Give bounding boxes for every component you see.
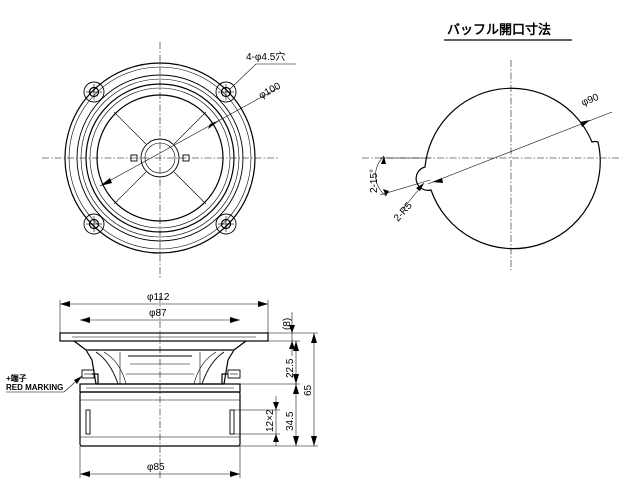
vdim-65-arrow-bottom bbox=[311, 436, 317, 446]
angle-arc bbox=[375, 155, 387, 197]
cutout-arrow-right bbox=[580, 120, 590, 127]
dim-87-arrow-left bbox=[80, 317, 90, 323]
angle-slant-line bbox=[379, 179, 431, 196]
terminal-right bbox=[227, 369, 241, 379]
vdim-flange-arrow-2 bbox=[289, 341, 295, 349]
magnet-diameter-label: φ85 bbox=[147, 462, 165, 473]
vdim-slot-arrow-top bbox=[273, 402, 279, 410]
dim-112-arrow-right bbox=[258, 301, 268, 307]
cutout-view: バッフル開口寸法 φ90 2-15° 2-R5 bbox=[362, 22, 620, 270]
angle-arrow-bottom bbox=[383, 189, 389, 196]
dust-cap-inner bbox=[144, 142, 176, 174]
vdim-flange-arrow-1 bbox=[289, 325, 295, 333]
mounting-ear-bottom-left bbox=[83, 213, 105, 235]
frame-rim bbox=[73, 340, 247, 351]
vdim-34-arrow-top bbox=[293, 384, 299, 394]
side-view: φ112 φ87 bbox=[6, 292, 318, 480]
vdim-22-arrow-bottom bbox=[293, 374, 299, 384]
terminal-mark-left bbox=[130, 154, 138, 162]
mounting-ear-top-left bbox=[83, 81, 105, 103]
dust-cap bbox=[140, 138, 180, 178]
vdim-22-arrow-top bbox=[293, 341, 299, 351]
slot-label: 12×2 bbox=[265, 409, 276, 432]
terminal-label-en: RED MARKING bbox=[6, 383, 63, 392]
frame-ring-4 bbox=[80, 78, 240, 238]
vent-slot-left bbox=[85, 409, 91, 435]
frame-diameter-label: φ87 bbox=[149, 308, 167, 319]
cone-line-4 bbox=[173, 171, 207, 205]
cutout-outline bbox=[415, 87, 601, 250]
hole-label: 4-φ4.5穴 bbox=[246, 50, 285, 63]
surround-outer bbox=[85, 83, 235, 233]
hole-leader bbox=[229, 63, 257, 90]
notch-radius-label: 2-R5 bbox=[392, 200, 415, 224]
basket-struts bbox=[92, 351, 228, 385]
terminal-leader-arrow bbox=[74, 376, 82, 384]
pcd-arrow-bottom bbox=[100, 178, 112, 186]
cone-edge bbox=[96, 94, 224, 222]
dim-112-arrow-left bbox=[60, 301, 70, 307]
angle-arrow-top bbox=[381, 156, 386, 164]
frame-ring-2 bbox=[68, 66, 252, 250]
frame-outer-ring bbox=[64, 62, 256, 254]
pcd-arrow-top bbox=[208, 120, 220, 129]
magnet-depth-label: 34.5 bbox=[285, 411, 296, 431]
mounting-ear-top-right bbox=[215, 81, 237, 103]
baffle-title: バッフル開口寸法 bbox=[447, 22, 551, 38]
overall-diameter-label: φ112 bbox=[147, 292, 170, 303]
frame-ring-3 bbox=[76, 74, 244, 242]
mounting-ear-bottom-right bbox=[215, 213, 237, 235]
dim-87-arrow-right bbox=[230, 317, 240, 323]
vent-slot-right bbox=[229, 409, 235, 435]
pcd-label: φ100 bbox=[257, 81, 283, 102]
terminal-left bbox=[81, 369, 95, 379]
notch-leader-arrow bbox=[416, 183, 424, 191]
cone-line-2 bbox=[173, 111, 207, 145]
vdim-34-arrow-bottom bbox=[293, 436, 299, 446]
cutout-arrow-left bbox=[432, 178, 443, 183]
magnet-body bbox=[79, 391, 241, 447]
cutout-diameter-label: φ90 bbox=[580, 92, 601, 109]
dim-85-arrow-right bbox=[230, 471, 240, 477]
angle-label: 2-15° bbox=[369, 169, 380, 193]
flange-label: (8) bbox=[282, 318, 293, 330]
total-depth-label: 65 bbox=[303, 384, 314, 396]
pcd-dimension-line bbox=[99, 87, 279, 187]
vdim-65-arrow-top bbox=[311, 333, 317, 343]
front-view: 4-φ4.5穴 φ100 bbox=[42, 42, 296, 278]
dim-85-arrow-left bbox=[80, 471, 90, 477]
flange bbox=[59, 332, 269, 342]
terminal-mark-right bbox=[182, 154, 190, 162]
terminal-label-jp: +端子 bbox=[6, 373, 27, 383]
frame-depth-label: 22.5 bbox=[285, 358, 296, 378]
surround-inner bbox=[89, 87, 231, 229]
cone-line-1 bbox=[113, 111, 147, 145]
vdim-slot-arrow-bottom bbox=[273, 434, 279, 442]
cone-line-3 bbox=[113, 171, 147, 205]
